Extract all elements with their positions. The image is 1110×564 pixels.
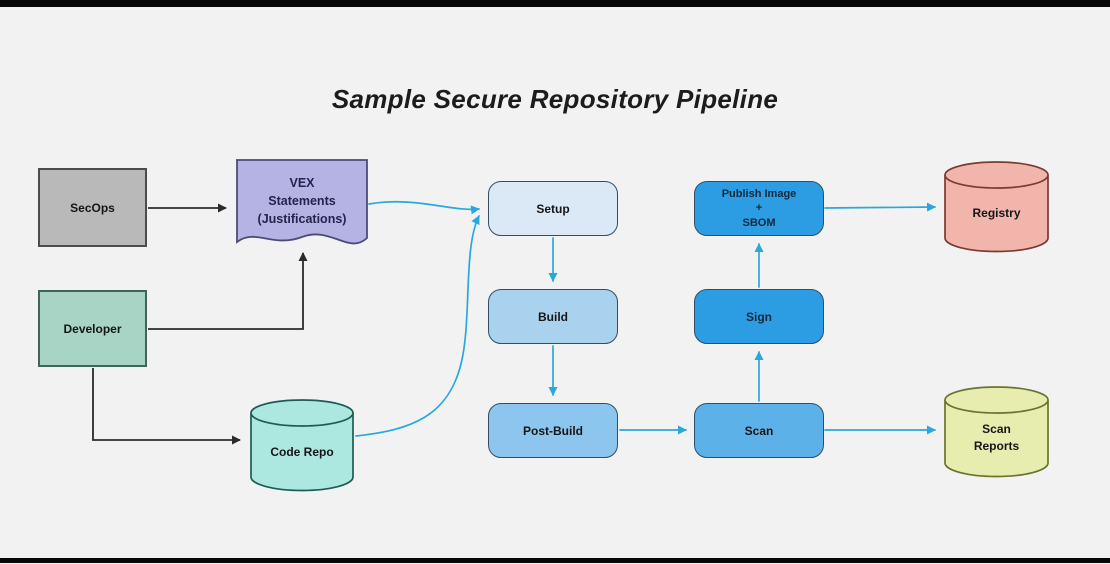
node-publish-label: Publish Image + SBOM <box>721 188 797 229</box>
node-secops: SecOps <box>38 168 147 247</box>
node-scan: Scan <box>694 403 824 458</box>
node-developer-label: Developer <box>63 321 122 336</box>
bottom-frame-bar <box>0 558 1110 563</box>
node-build-label: Build <box>538 309 568 324</box>
cylinder-shape <box>250 399 354 492</box>
edge-vex-to-setup <box>368 200 480 215</box>
node-setup: Setup <box>488 181 618 236</box>
node-registry: Registry <box>943 160 1050 254</box>
edge-developer-to-coderepo <box>92 368 241 445</box>
node-post-build: Post-Build <box>488 403 618 458</box>
node-scan-reports: Scan Reports <box>943 385 1050 479</box>
edge-coderepo-to-setup <box>355 215 480 437</box>
edge-publish-to-registry <box>824 202 936 212</box>
document-shape <box>236 159 368 245</box>
node-registry-label: Registry <box>972 206 1021 220</box>
node-code-repo: Code Repo <box>249 398 355 493</box>
diagram-title: Sample Secure Repository Pipeline <box>331 84 779 114</box>
edge-developer-to-vex <box>148 252 308 330</box>
node-secops-label: SecOps <box>70 200 115 215</box>
cylinder-shape <box>944 161 1049 253</box>
node-vex-label: VEX Statements (Justifications) <box>257 175 347 227</box>
node-post-build-label: Post-Build <box>523 423 583 438</box>
node-sign-label: Sign <box>746 309 772 324</box>
node-setup-label: Setup <box>536 201 570 216</box>
node-scan-reports-label: Scan Reports <box>973 422 1020 453</box>
node-developer: Developer <box>38 290 147 367</box>
node-build: Build <box>488 289 618 344</box>
node-sign: Sign <box>694 289 824 344</box>
node-code-repo-label: Code Repo <box>270 444 334 459</box>
top-frame-bar <box>0 0 1110 7</box>
cylinder-shape <box>944 386 1049 478</box>
node-vex-statements: VEX Statements (Justifications) <box>235 158 369 258</box>
node-publish-image-sbom: Publish Image + SBOM <box>694 181 824 236</box>
node-scan-label: Scan <box>744 423 774 438</box>
